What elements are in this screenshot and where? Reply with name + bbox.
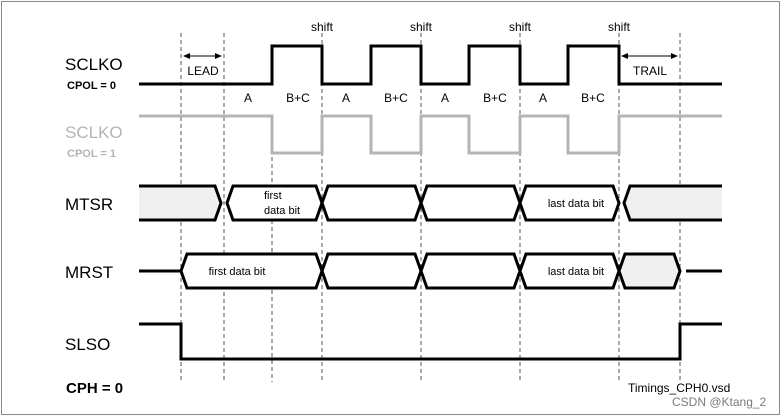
mtsr-last-bit-label: last data bit [548, 198, 604, 210]
phase-bc-label: B+C [384, 91, 408, 105]
sclko-cpol0-waveform [139, 44, 722, 86]
signal-labels: SCLKO CPOL = 0 SCLKO CPOL = 1 MTSR MRST … [65, 55, 123, 354]
mtsr-bit-2 [320, 184, 423, 222]
lead-arrowhead-right [215, 53, 222, 59]
mrst-label: MRST [65, 263, 113, 282]
trail-arrowhead-right [671, 53, 678, 59]
sclko-inverted-label: SCLKO [65, 123, 123, 142]
mrst-last-bit-label: last data bit [548, 266, 604, 278]
mtsr-idle-right [622, 184, 722, 222]
sclko-cpol0-label: CPOL = 0 [67, 80, 116, 92]
trail-arrowhead-left [621, 53, 628, 59]
shift-label: shift [608, 20, 631, 34]
mtsr-first-bit-label: data bit [264, 205, 300, 217]
slso-label: SLSO [65, 335, 110, 354]
sclko-label: SCLKO [65, 55, 123, 74]
phase-bc-label: B+C [286, 91, 310, 105]
lead-annotation: LEAD [183, 53, 222, 78]
slso-waveform [139, 322, 722, 361]
mtsr-first-bit-label: first [264, 190, 282, 202]
mrst-bus [139, 252, 722, 290]
shift-label: shift [410, 20, 433, 34]
trail-label: TRAIL [633, 64, 667, 78]
mtsr-label: MTSR [65, 195, 113, 214]
mrst-bit-3 [419, 252, 522, 290]
watermark-text: CSDN @Ktang_2 [672, 395, 767, 409]
mrst-trailing-bit [617, 252, 682, 290]
shift-labels: shift shift shift shift [311, 20, 631, 34]
phase-bc-label: B+C [483, 91, 507, 105]
cph-label: CPH = 0 [66, 380, 123, 397]
lead-arrowhead-left [183, 53, 190, 59]
phase-a-label: A [342, 91, 350, 105]
mtsr-bit-last [518, 184, 621, 222]
mtsr-bit-3 [419, 184, 522, 222]
phase-a-label: A [539, 91, 547, 105]
sclko-cpol1-waveform [139, 114, 722, 155]
phase-a-label: A [244, 91, 252, 105]
sclko-cpol1-label: CPOL = 1 [67, 148, 116, 160]
phase-labels: A B+C A B+C A B+C A B+C [244, 91, 605, 105]
trail-annotation: TRAIL [621, 53, 678, 78]
phase-bc-label: B+C [581, 91, 605, 105]
shift-label: shift [311, 20, 334, 34]
lead-label: LEAD [187, 64, 219, 78]
mrst-bit-2 [320, 252, 423, 290]
mtsr-idle-fill-left [139, 186, 221, 220]
mrst-first-bit-label: first data bit [209, 266, 266, 278]
shift-label: shift [509, 20, 532, 34]
mtsr-bus [139, 184, 722, 222]
file-name-label: Timings_CPH0.vsd [628, 381, 730, 395]
phase-a-label: A [441, 91, 449, 105]
mtsr-idle-fill-right [624, 186, 722, 220]
mtsr-idle-left [139, 184, 223, 222]
